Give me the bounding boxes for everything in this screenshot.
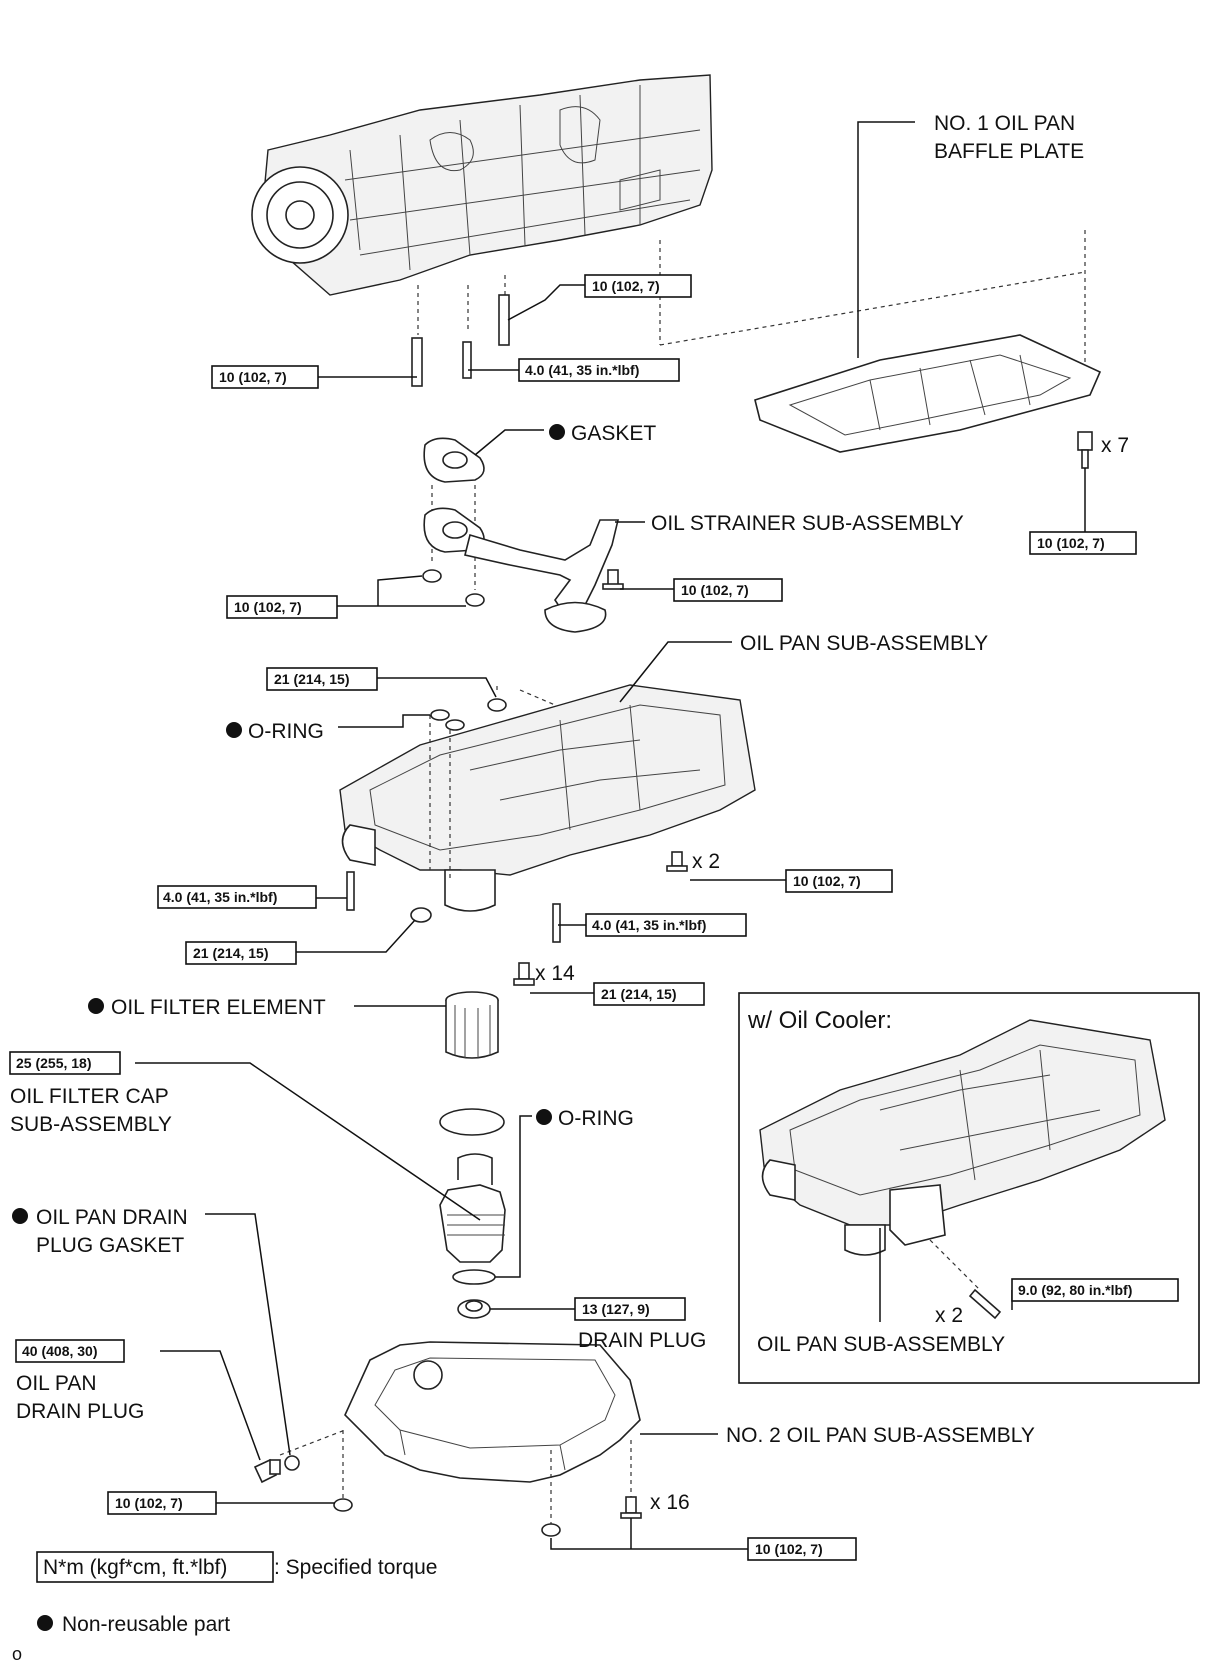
pan-side-bolt bbox=[666, 851, 688, 872]
no2-pan-nut-mid bbox=[541, 1523, 561, 1537]
no2-oil-pan-illustration bbox=[344, 1341, 641, 1483]
baffle-plate-illustration bbox=[754, 334, 1102, 453]
legend-torque-text: : Specified torque bbox=[274, 1556, 437, 1579]
pan-bottom-bolt bbox=[513, 962, 535, 986]
gasket-illustration bbox=[423, 437, 485, 483]
torque-strainer-right: 10 (102, 7) bbox=[681, 582, 749, 598]
torque-pan-x14: 21 (214, 15) bbox=[601, 986, 677, 1002]
no2-pan-nut-left bbox=[333, 1498, 353, 1512]
qty-pan-bolts-side: x 2 bbox=[692, 850, 720, 873]
label-oil-filter-element: OIL FILTER ELEMENT bbox=[111, 996, 326, 1019]
engine-studs bbox=[411, 240, 661, 387]
no2-pan-bolt bbox=[620, 1496, 642, 1519]
label-gasket: GASKET bbox=[571, 422, 656, 445]
torque-pan-nut: 21 (214, 15) bbox=[193, 945, 269, 961]
inset-part-label: OIL PAN SUB-ASSEMBLY bbox=[757, 1333, 1005, 1356]
torque-pan-stud-right: 4.0 (41, 35 in.*lbf) bbox=[592, 917, 706, 933]
label-oil-filter-cap-line1: OIL FILTER CAP bbox=[10, 1085, 169, 1108]
label-baffle-plate-line2: BAFFLE PLATE bbox=[934, 140, 1084, 163]
strainer-nut-left bbox=[422, 569, 442, 583]
torque-filter-cap: 25 (255, 18) bbox=[16, 1055, 92, 1071]
torque-no2-x16: 10 (102, 7) bbox=[755, 1541, 823, 1557]
engine-block-illustration bbox=[251, 74, 713, 296]
label-oil-pan-drain-plug-line1: OIL PAN bbox=[16, 1372, 97, 1395]
pan-o-rings bbox=[430, 709, 465, 731]
oil-strainer-illustration bbox=[423, 507, 620, 633]
o-ring-lower-illustration bbox=[439, 1108, 505, 1136]
oil-pan-illustration bbox=[339, 684, 756, 912]
torque-pan-stud-left: 4.0 (41, 35 in.*lbf) bbox=[163, 889, 277, 905]
label-drain-plug: DRAIN PLUG bbox=[578, 1329, 706, 1352]
pan-stud-right bbox=[552, 903, 561, 943]
footer-mark: o bbox=[12, 1644, 22, 1664]
torque-oil-pan-drain-plug: 40 (408, 30) bbox=[22, 1343, 98, 1359]
leader-lines bbox=[135, 121, 1086, 1550]
oil-filter-element-illustration bbox=[445, 991, 499, 1059]
torque-engine-left: 10 (102, 7) bbox=[219, 369, 287, 385]
drain-plug-illustration bbox=[457, 1299, 491, 1319]
drain-plug-gasket-illustration bbox=[284, 1455, 300, 1471]
pan-top-nut bbox=[487, 698, 507, 712]
oil-pan-drain-plug-illustration bbox=[253, 1458, 281, 1484]
label-o-ring-lower: O-RING bbox=[558, 1107, 634, 1130]
oil-cooler-inset-frame bbox=[738, 992, 1200, 1384]
torque-pan-x2: 10 (102, 7) bbox=[793, 873, 861, 889]
label-oil-strainer: OIL STRAINER SUB-ASSEMBLY bbox=[651, 512, 964, 535]
legend-torque-units: N*m (kgf*cm, ft.*lbf) bbox=[43, 1556, 227, 1579]
baffle-bolt bbox=[1077, 431, 1093, 469]
qty-no2-pan-bolts: x 16 bbox=[650, 1491, 690, 1514]
label-no2-oil-pan: NO. 2 OIL PAN SUB-ASSEMBLY bbox=[726, 1424, 1035, 1447]
torque-engine-right: 10 (102, 7) bbox=[592, 278, 660, 294]
inset-oil-pan-illustration bbox=[759, 1019, 1166, 1256]
o-ring-cap-illustration bbox=[452, 1269, 496, 1285]
inset-cooler-stud bbox=[968, 1288, 1002, 1320]
torque-strainer-left: 10 (102, 7) bbox=[234, 599, 302, 615]
qty-cooler-bolts: x 2 bbox=[935, 1304, 963, 1327]
inset-title: w/ Oil Cooler: bbox=[747, 1007, 892, 1034]
qty-pan-bolts-bottom: x 14 bbox=[535, 962, 575, 985]
pan-nut bbox=[410, 907, 432, 923]
torque-no2-left: 10 (102, 7) bbox=[115, 1495, 183, 1511]
torque-pan-top: 21 (214, 15) bbox=[274, 671, 350, 687]
pan-stud-left bbox=[346, 871, 355, 911]
label-oil-filter-cap-line2: SUB-ASSEMBLY bbox=[10, 1113, 172, 1136]
legend-torque-box bbox=[36, 1551, 274, 1583]
torque-engine-mid: 4.0 (41, 35 in.*lbf) bbox=[525, 362, 639, 378]
strainer-bolt bbox=[602, 569, 624, 590]
label-oil-pan-drain-plug-line2: DRAIN PLUG bbox=[16, 1400, 144, 1423]
torque-cooler: 9.0 (92, 80 in.*lbf) bbox=[1018, 1282, 1132, 1298]
label-drain-plug-gasket-line1: OIL PAN DRAIN bbox=[36, 1206, 188, 1229]
strainer-nut-right bbox=[465, 593, 485, 607]
torque-baffle: 10 (102, 7) bbox=[1037, 535, 1105, 551]
non-reusable-markers bbox=[12, 424, 565, 1631]
label-baffle-plate-line1: NO. 1 OIL PAN bbox=[934, 112, 1075, 135]
legend-non-reusable: Non-reusable part bbox=[62, 1613, 230, 1636]
oil-filter-cap-illustration bbox=[439, 1153, 506, 1263]
torque-drain-plug: 13 (127, 9) bbox=[582, 1301, 650, 1317]
qty-baffle-bolts: x 7 bbox=[1101, 434, 1129, 457]
label-drain-plug-gasket-line2: PLUG GASKET bbox=[36, 1234, 184, 1257]
label-o-ring-upper: O-RING bbox=[248, 720, 324, 743]
label-oil-pan-sub-assembly: OIL PAN SUB-ASSEMBLY bbox=[740, 632, 988, 655]
